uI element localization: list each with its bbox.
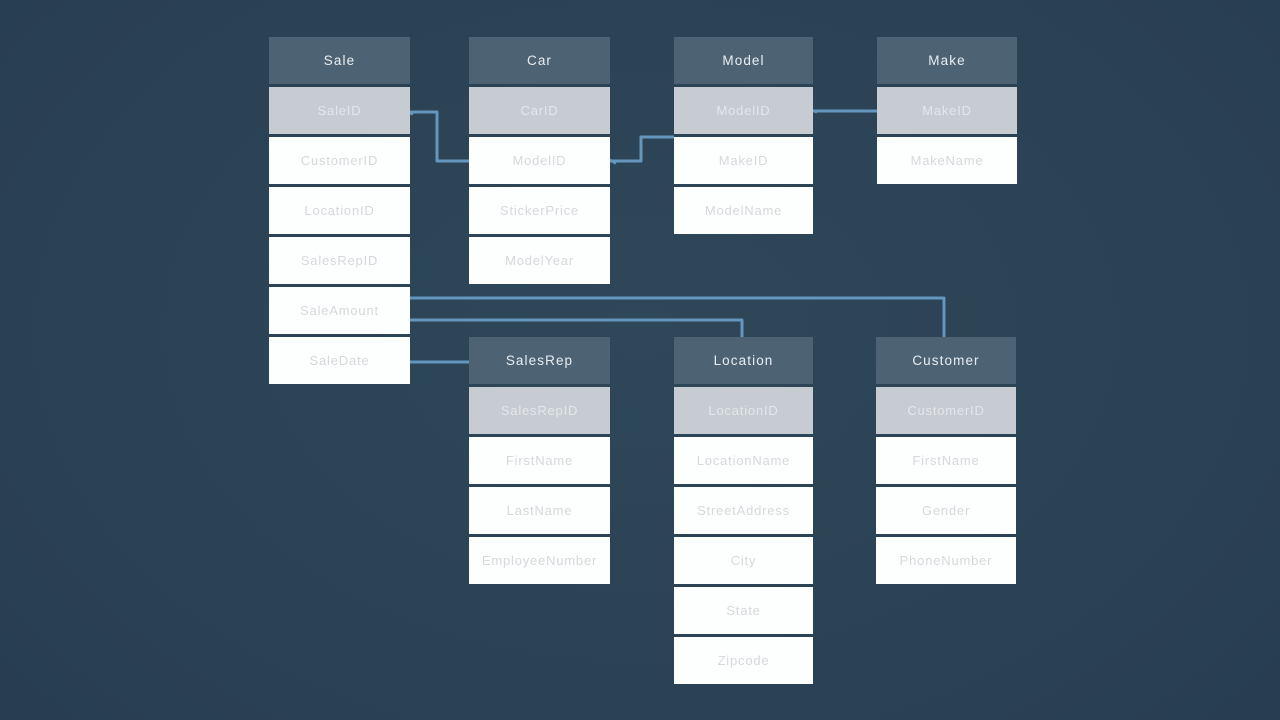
field-row-phonenumber: PhoneNumber bbox=[876, 537, 1016, 584]
field-row-saledate: SaleDate bbox=[269, 337, 410, 384]
table-title: Sale bbox=[269, 37, 410, 84]
field-row-customerid: CustomerID bbox=[269, 137, 410, 184]
field-row-city: City bbox=[674, 537, 813, 584]
table-title: Car bbox=[469, 37, 610, 84]
field-row-locationid: LocationID bbox=[269, 187, 410, 234]
field-row-saleamount: SaleAmount bbox=[269, 287, 410, 334]
field-row-employeenumber: EmployeeNumber bbox=[469, 537, 610, 584]
table-title: Location bbox=[674, 337, 813, 384]
field-row-modelid: ModelID bbox=[469, 137, 610, 184]
field-row-firstname: FirstName bbox=[876, 437, 1016, 484]
primary-key-row: CarID bbox=[469, 87, 610, 134]
primary-key-row: SaleID bbox=[269, 87, 410, 134]
table-title: SalesRep bbox=[469, 337, 610, 384]
field-row-locationname: LocationName bbox=[674, 437, 813, 484]
field-row-lastname: LastName bbox=[469, 487, 610, 534]
field-row-firstname: FirstName bbox=[469, 437, 610, 484]
primary-key-row: MakeID bbox=[877, 87, 1017, 134]
field-row-zipcode: Zipcode bbox=[674, 637, 813, 684]
table-title: Customer bbox=[876, 337, 1016, 384]
primary-key-row: ModelID bbox=[674, 87, 813, 134]
relationship-line-sale-to-customer bbox=[410, 296, 946, 338]
relationship-line-sale-saleid-to-car-modelid bbox=[410, 110, 469, 163]
table-make: Make MakeID MakeName bbox=[877, 37, 1017, 187]
field-row-gender: Gender bbox=[876, 487, 1016, 534]
field-row-modelyear: ModelYear bbox=[469, 237, 610, 284]
field-row-salesrepid: SalesRepID bbox=[269, 237, 410, 284]
primary-key-row: SalesRepID bbox=[469, 387, 610, 434]
field-row-makename: MakeName bbox=[877, 137, 1017, 184]
field-row-state: State bbox=[674, 587, 813, 634]
relationship-line-sale-to-location bbox=[410, 318, 744, 338]
field-row-stickerprice: StickerPrice bbox=[469, 187, 610, 234]
field-row-streetaddress: StreetAddress bbox=[674, 487, 813, 534]
field-row-modelname: ModelName bbox=[674, 187, 813, 234]
table-title: Make bbox=[877, 37, 1017, 84]
field-row-makeid: MakeID bbox=[674, 137, 813, 184]
relationship-line-car-modelid-to-model-modelid bbox=[610, 135, 674, 163]
table-title: Model bbox=[674, 37, 813, 84]
primary-key-row: LocationID bbox=[674, 387, 813, 434]
primary-key-row: CustomerID bbox=[876, 387, 1016, 434]
